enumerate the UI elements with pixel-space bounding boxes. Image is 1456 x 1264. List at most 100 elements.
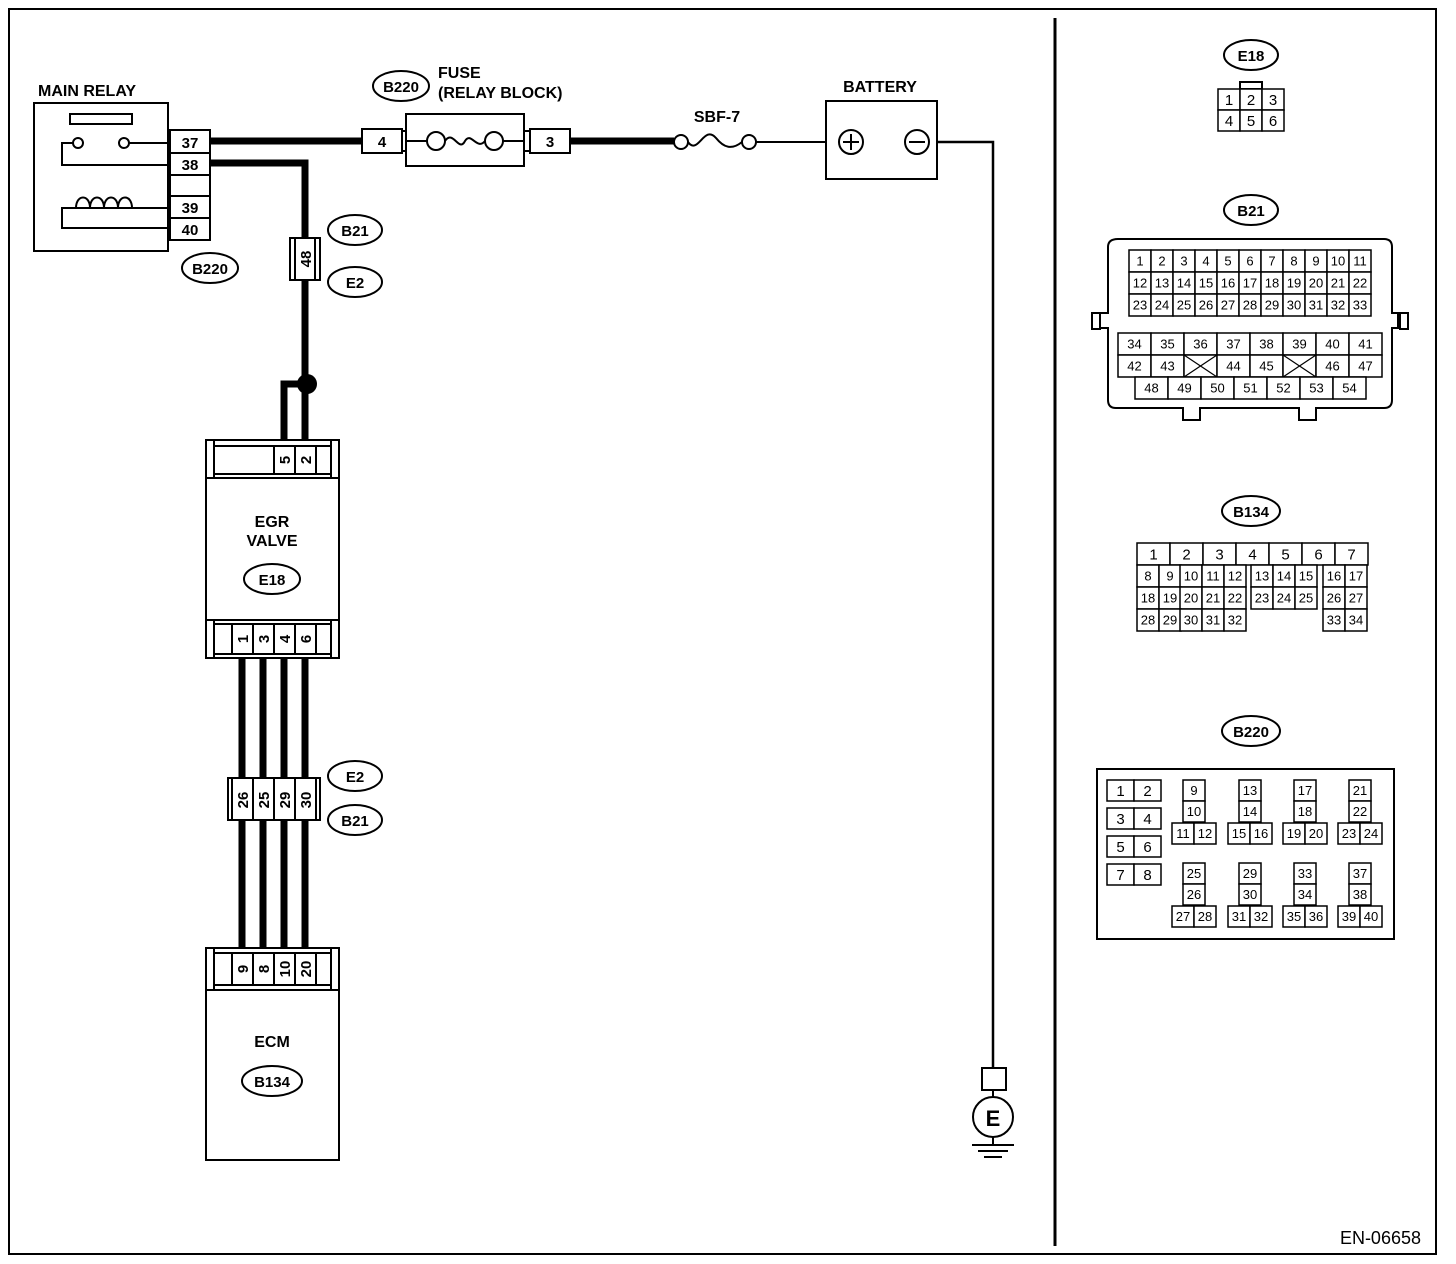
fuse-pin-4: 4 bbox=[378, 134, 387, 151]
e18-pin-6-cell bbox=[1261, 109, 1285, 132]
b220-pin-2-label: 2 bbox=[1143, 783, 1151, 800]
b21-pin-36-label: 36 bbox=[1193, 337, 1207, 352]
b21-pin-1-label: 1 bbox=[1136, 254, 1143, 269]
b220-pin-30-cell bbox=[1238, 883, 1262, 906]
fuse-connector-tag-label: B220 bbox=[383, 79, 419, 96]
e18-pin-4-label: 4 bbox=[1225, 113, 1233, 130]
b134-pin-5-label: 5 bbox=[1281, 546, 1289, 563]
b220-pin-6-cell bbox=[1133, 835, 1162, 858]
b134-pin-15-label: 15 bbox=[1299, 569, 1313, 584]
ecm-pin-9: 9 bbox=[235, 965, 252, 973]
fuse-connector-tag bbox=[372, 70, 430, 102]
e2-tag-top bbox=[327, 266, 383, 298]
b134-pin-17-label: 17 bbox=[1349, 569, 1363, 584]
b220-pin-9-label: 9 bbox=[1190, 783, 1197, 798]
b21-pin-50-label: 50 bbox=[1210, 381, 1224, 396]
b220-pin-34-cell bbox=[1293, 883, 1317, 906]
fuse-label-line1: FUSE bbox=[438, 65, 481, 82]
b220-pin-7-label: 7 bbox=[1116, 867, 1124, 884]
pin-48: 48 bbox=[298, 251, 315, 268]
b21-pin-31-label: 31 bbox=[1309, 298, 1323, 313]
b220-pin-32-cell bbox=[1249, 905, 1273, 928]
b220-pin-11-label: 11 bbox=[1176, 826, 1190, 841]
b220-pin-27-label: 27 bbox=[1176, 909, 1190, 924]
main-relay-label: MAIN RELAY bbox=[38, 83, 136, 100]
sbf-fusible-link-icon bbox=[687, 133, 743, 148]
b21-pin-41-label: 41 bbox=[1358, 337, 1372, 352]
b134-pin-26-label: 26 bbox=[1327, 591, 1341, 606]
relay-pin-39: 39 bbox=[182, 200, 199, 217]
b220-pin-35-label: 35 bbox=[1287, 909, 1301, 924]
sbf7-fuse: SBF-7 bbox=[570, 109, 826, 150]
e2-tag-top-label: E2 bbox=[346, 275, 364, 292]
b21-pin-20-label: 20 bbox=[1309, 276, 1323, 291]
b220-pin-29-label: 29 bbox=[1243, 866, 1257, 881]
b220-pin-30-label: 30 bbox=[1243, 887, 1257, 902]
b21-pin-2-label: 2 bbox=[1158, 254, 1165, 269]
relay-pin-38: 38 bbox=[182, 157, 199, 174]
relay-pin-block: 37 38 39 40 bbox=[169, 129, 211, 241]
b21-pin-42-label: 42 bbox=[1127, 359, 1141, 374]
b21-pin-8-label: 8 bbox=[1290, 254, 1297, 269]
e18-pin-2-label: 2 bbox=[1247, 92, 1255, 109]
b21-pin-30-label: 30 bbox=[1287, 298, 1301, 313]
relay-pin-40: 40 bbox=[182, 222, 199, 239]
b21-pin-13-label: 13 bbox=[1155, 276, 1169, 291]
egr-label-line2: VALVE bbox=[247, 533, 298, 550]
b220-pin-15-label: 15 bbox=[1232, 826, 1246, 841]
b21-pin-16-label: 16 bbox=[1221, 276, 1235, 291]
b220-pin-37-label: 37 bbox=[1353, 866, 1367, 881]
egr-valve: 5 2 EGR VALVE E18 1 3 4 6 bbox=[205, 439, 340, 659]
egr-label-line1: EGR bbox=[255, 514, 290, 531]
b134-pin-2-label: 2 bbox=[1182, 546, 1190, 563]
b21-pin-3-label: 3 bbox=[1180, 254, 1187, 269]
b134-pin-34-cell bbox=[1344, 608, 1368, 632]
egr-connector-tag bbox=[243, 563, 301, 595]
document-id: EN-06658 bbox=[1340, 1228, 1421, 1248]
b21-pin-34-label: 34 bbox=[1127, 337, 1141, 352]
wire-splice-egr5 bbox=[280, 380, 307, 440]
b21-pin-17-label: 17 bbox=[1243, 276, 1257, 291]
b220-pin-12-cell bbox=[1193, 822, 1217, 845]
ecm: 9 8 10 20 ECM B134 bbox=[205, 947, 340, 1161]
b21-pin-29-label: 29 bbox=[1265, 298, 1279, 313]
b134-pin-28-label: 28 bbox=[1141, 613, 1155, 628]
ecm-connector-tag bbox=[241, 1065, 303, 1097]
egr-signal-wires bbox=[238, 658, 309, 778]
b21-pin-49-label: 49 bbox=[1177, 381, 1191, 396]
mid-pin-25: 25 bbox=[256, 792, 273, 809]
battery-label: BATTERY bbox=[843, 79, 917, 96]
b220-pin-26-cell bbox=[1182, 883, 1206, 906]
b220-pin-39-label: 39 bbox=[1342, 909, 1356, 924]
b21-view-title: B21 bbox=[1237, 203, 1265, 220]
b134-pin-18-label: 18 bbox=[1141, 591, 1155, 606]
b134-pin-1-label: 1 bbox=[1149, 546, 1157, 563]
fuse-pin-3: 3 bbox=[546, 134, 554, 151]
b220-pin-23-label: 23 bbox=[1342, 826, 1356, 841]
b21-pin-53-label: 53 bbox=[1309, 381, 1323, 396]
b134-pin-27-label: 27 bbox=[1349, 591, 1363, 606]
b21-pin-33-label: 33 bbox=[1353, 298, 1367, 313]
b21-tag-top-label: B21 bbox=[341, 223, 369, 240]
b134-pin-4-label: 4 bbox=[1248, 546, 1256, 563]
b220-pin-5-label: 5 bbox=[1116, 839, 1124, 856]
b21-pin-24-label: 24 bbox=[1155, 298, 1169, 313]
main-relay: MAIN RELAY 37 38 39 40 B220 bbox=[33, 83, 239, 284]
b21-pin-10-label: 10 bbox=[1331, 254, 1345, 269]
b220-pin-8-label: 8 bbox=[1143, 867, 1151, 884]
b220-pin-22-cell bbox=[1348, 800, 1372, 823]
b134-pin-30-label: 30 bbox=[1184, 613, 1198, 628]
egr-connector-tag-label: E18 bbox=[259, 572, 286, 589]
e18-pin-6-label: 6 bbox=[1269, 113, 1277, 130]
b220-pin-12-label: 12 bbox=[1198, 826, 1212, 841]
b21-pin-blank-1-2-blocked-icon bbox=[1183, 354, 1218, 378]
b220-pin-26-label: 26 bbox=[1187, 887, 1201, 902]
b21-pin-blank-1-5-blocked-icon bbox=[1282, 354, 1317, 378]
b21-e2-connector-48: 48 B21 E2 bbox=[289, 214, 383, 298]
wire-relay38-b21 bbox=[210, 159, 309, 238]
relay-connector-tag bbox=[181, 252, 239, 284]
b220-pin-14-label: 14 bbox=[1243, 804, 1257, 819]
fuse-icon bbox=[406, 131, 524, 151]
